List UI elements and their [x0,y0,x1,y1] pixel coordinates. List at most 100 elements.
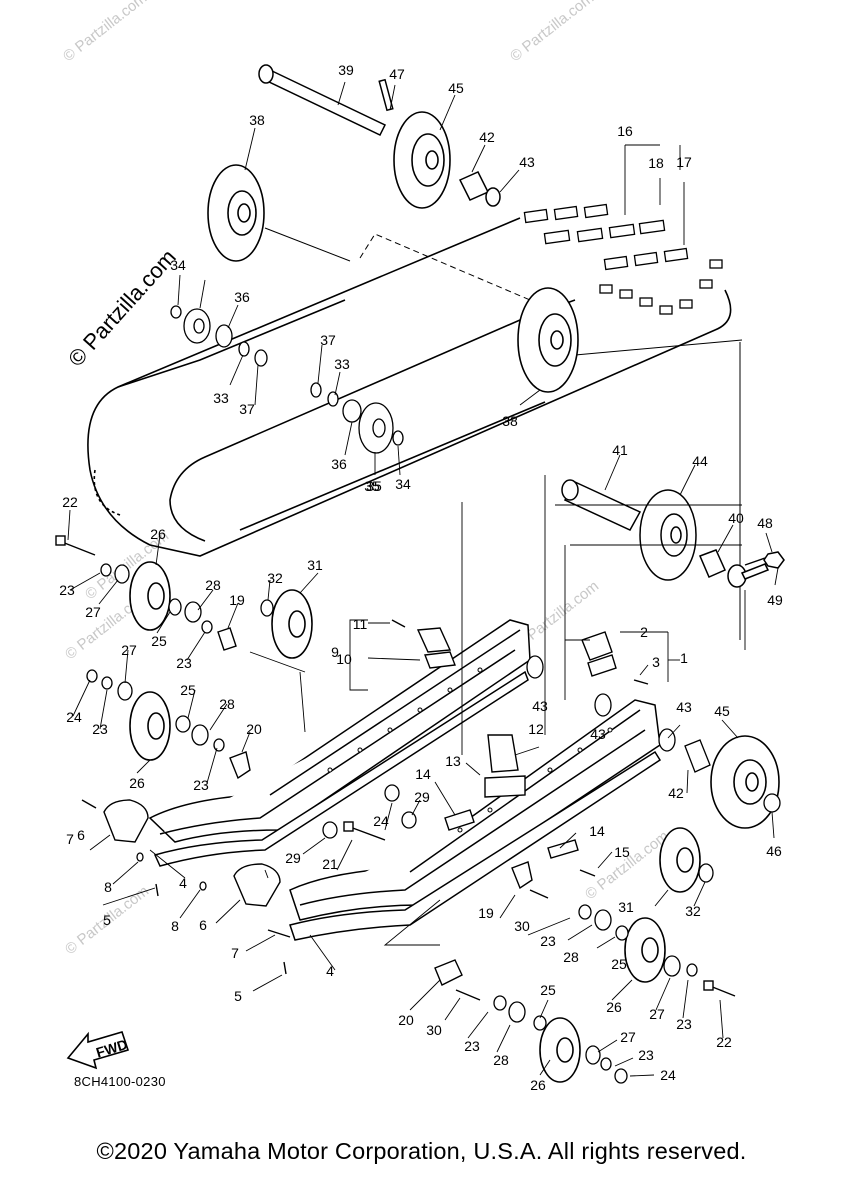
callout-25: 25 [611,956,627,972]
callout-7: 7 [66,831,74,847]
callout-39: 39 [338,62,354,78]
callout-37: 37 [239,401,255,417]
callout-47: 47 [389,66,405,82]
callout-28: 28 [219,696,235,712]
callout-27: 27 [121,642,137,658]
callout-30: 30 [426,1022,442,1038]
callout-13: 13 [445,753,461,769]
callout-16: 16 [617,123,633,139]
callout-14: 14 [589,823,605,839]
callout-43: 43 [590,726,606,742]
callout-7: 7 [231,945,239,961]
callout-28: 28 [205,577,221,593]
callout-17: 17 [676,154,692,170]
callout-22: 22 [62,494,78,510]
callout-41: 41 [612,442,628,458]
callout-26: 26 [150,526,166,542]
idler-wheel-38-middle [517,287,579,393]
callout-5: 5 [103,912,111,928]
copyright-text: ©2020 Yamaha Motor Corporation, U.S.A. A… [96,1138,747,1164]
callout-19: 19 [229,592,245,608]
idler-wheel-top-left [207,164,265,262]
callout-23: 23 [540,933,556,949]
callout-3: 3 [652,654,660,670]
callout-22: 22 [716,1034,732,1050]
callout-4: 4 [179,875,187,891]
callout-26: 26 [530,1077,546,1093]
callout-18: 18 [648,155,664,171]
callout-46: 46 [766,843,782,859]
rear-axle-shaft [258,64,394,136]
callout-23: 23 [464,1038,480,1054]
callout-43: 43 [676,699,692,715]
callout-14: 14 [415,766,431,782]
callout-15: 15 [614,844,630,860]
callout-30: 30 [514,918,530,934]
part-code: 8CH4100-0230 [74,1074,166,1089]
watermark: © Partzilla.com [60,0,150,65]
bracket-set [217,627,617,986]
callout-38: 38 [502,413,518,429]
track-clips [523,203,723,315]
callout-20: 20 [246,721,262,737]
tip-covers [103,799,281,907]
callout-40: 40 [728,510,744,526]
callout-36: 36 [234,289,250,305]
watermark-main: © Partzilla.com [63,244,181,371]
small-parts [86,563,781,1084]
callout-27: 27 [649,1006,665,1022]
callout-33: 33 [334,356,350,372]
callout-23: 23 [92,721,108,737]
callout-48: 48 [757,515,773,531]
callout-26: 26 [606,999,622,1015]
callout-27: 27 [85,604,101,620]
callout-6: 6 [199,917,207,933]
callout-42: 42 [668,785,684,801]
collar-42-top [458,171,501,207]
track-belt [87,217,743,640]
axle-41-wheel-44 [561,479,785,588]
callout-44: 44 [692,453,708,469]
callout-25: 25 [180,682,196,698]
callout-31: 31 [307,557,323,573]
callout-33: 33 [213,390,229,406]
callout-35: 35 [366,478,382,494]
callout-19: 19 [478,905,494,921]
callout-31: 31 [618,899,634,915]
callout-23: 23 [676,1016,692,1032]
callout-9: 9 [331,644,339,660]
callout-23: 23 [59,582,75,598]
callout-37: 37 [320,332,336,348]
callout-8: 8 [171,918,179,934]
callout-23: 23 [193,777,209,793]
callout-45: 45 [714,703,730,719]
bolts [55,535,766,1001]
callout-1: 1 [680,650,688,666]
callout-49: 49 [767,592,783,608]
callout-34: 34 [170,257,186,273]
callout-20: 20 [398,1012,414,1028]
callout-12: 12 [528,721,544,737]
fwd-arrow: FWD [66,1031,129,1070]
callout-24: 24 [660,1067,676,1083]
callout-32: 32 [267,570,283,586]
callout-2: 2 [640,624,648,640]
callout-11: 11 [353,616,368,632]
callout-28: 28 [493,1052,509,1068]
idler-wheel-top-45 [393,111,451,209]
callout-21: 21 [322,856,338,872]
callout-43: 43 [519,154,535,170]
callout-32: 32 [685,903,701,919]
small-wheels-left [170,305,404,454]
callout-38: 38 [249,112,265,128]
callout-25: 25 [151,633,167,649]
callout-34: 34 [395,476,411,492]
leader-lines [67,81,779,1077]
callout-labels: 1234455667788910111213141415161718191920… [59,62,783,1093]
watermark: © Partzilla.com [507,0,597,65]
callout-24: 24 [373,813,389,829]
callout-28: 28 [563,949,579,965]
callout-29: 29 [414,789,430,805]
callout-4: 4 [326,963,334,979]
